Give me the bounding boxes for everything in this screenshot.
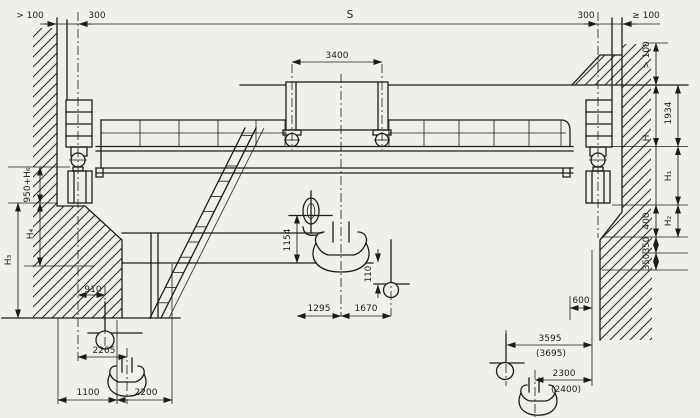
trolley: [282, 81, 392, 148]
dim-1154: 1154: [283, 228, 293, 251]
left-runway-beam: [67, 166, 93, 204]
dimension-lines: [15, 21, 681, 403]
dim-h4: H₄: [26, 228, 36, 239]
dim-1100: 1100: [77, 388, 100, 398]
bridge-girder: [95, 145, 574, 178]
dim-roof-clearance: > 100: [642, 41, 652, 69]
right-low-hook: [489, 333, 525, 381]
dim-2200: 2200: [135, 388, 158, 398]
cab-lines: [121, 232, 374, 319]
dim-110: 110: [364, 266, 374, 282]
dim-950-h6: 950+H₆: [23, 167, 33, 202]
dim-350-a: 350: [642, 237, 652, 253]
dimension-labels: > 100 300 S 300 ≥ 100 3400 > 100 1934 H …: [4, 9, 674, 398]
dim-span-label: S: [347, 9, 354, 21]
dim-350-b: 350: [642, 254, 652, 270]
dim-h1: H₁: [664, 170, 674, 181]
dim-2205: 2205: [93, 346, 116, 356]
dim-1934: 1934: [664, 101, 674, 124]
dim-3595: 3595: [539, 334, 562, 344]
girder-left-lip: [95, 167, 104, 178]
dim-top-right-300: 300: [577, 11, 594, 21]
dim-h2: H₂: [664, 215, 674, 226]
upper-hook-block: [288, 190, 333, 236]
dim-1670: 1670: [355, 304, 378, 314]
aux-hook: [373, 239, 410, 299]
right-wall-hatch: [572, 44, 652, 340]
dim-2300: 2300: [553, 369, 576, 379]
dim-top-left-300: 300: [88, 11, 105, 21]
walkway-railing: [100, 119, 571, 169]
dim-400: 400: [642, 212, 652, 229]
right-end-truck: [585, 99, 613, 168]
access-stair: [149, 127, 265, 319]
dim-1295: 1295: [308, 304, 331, 314]
dim-top-right-clearance: ≥ 100: [632, 11, 660, 21]
girder-right-lip: [562, 167, 571, 178]
dim-trolley-gauge: 3400: [326, 51, 349, 61]
centerlines: [77, 12, 599, 417]
dim-2400-alt: (2400): [551, 385, 581, 395]
dim-h3: H₃: [4, 254, 14, 265]
dim-h: H: [642, 135, 652, 142]
right-low-double-hook: [518, 377, 558, 416]
dim-600: 600: [572, 296, 589, 306]
dim-top-left-clearance: > 100: [16, 11, 44, 21]
stair-treads: [157, 135, 253, 304]
left-end-truck: [65, 99, 93, 168]
dim-3695-alt: (3695): [536, 349, 566, 359]
dim-910: 910: [84, 285, 101, 295]
extension-lines: [8, 42, 688, 404]
